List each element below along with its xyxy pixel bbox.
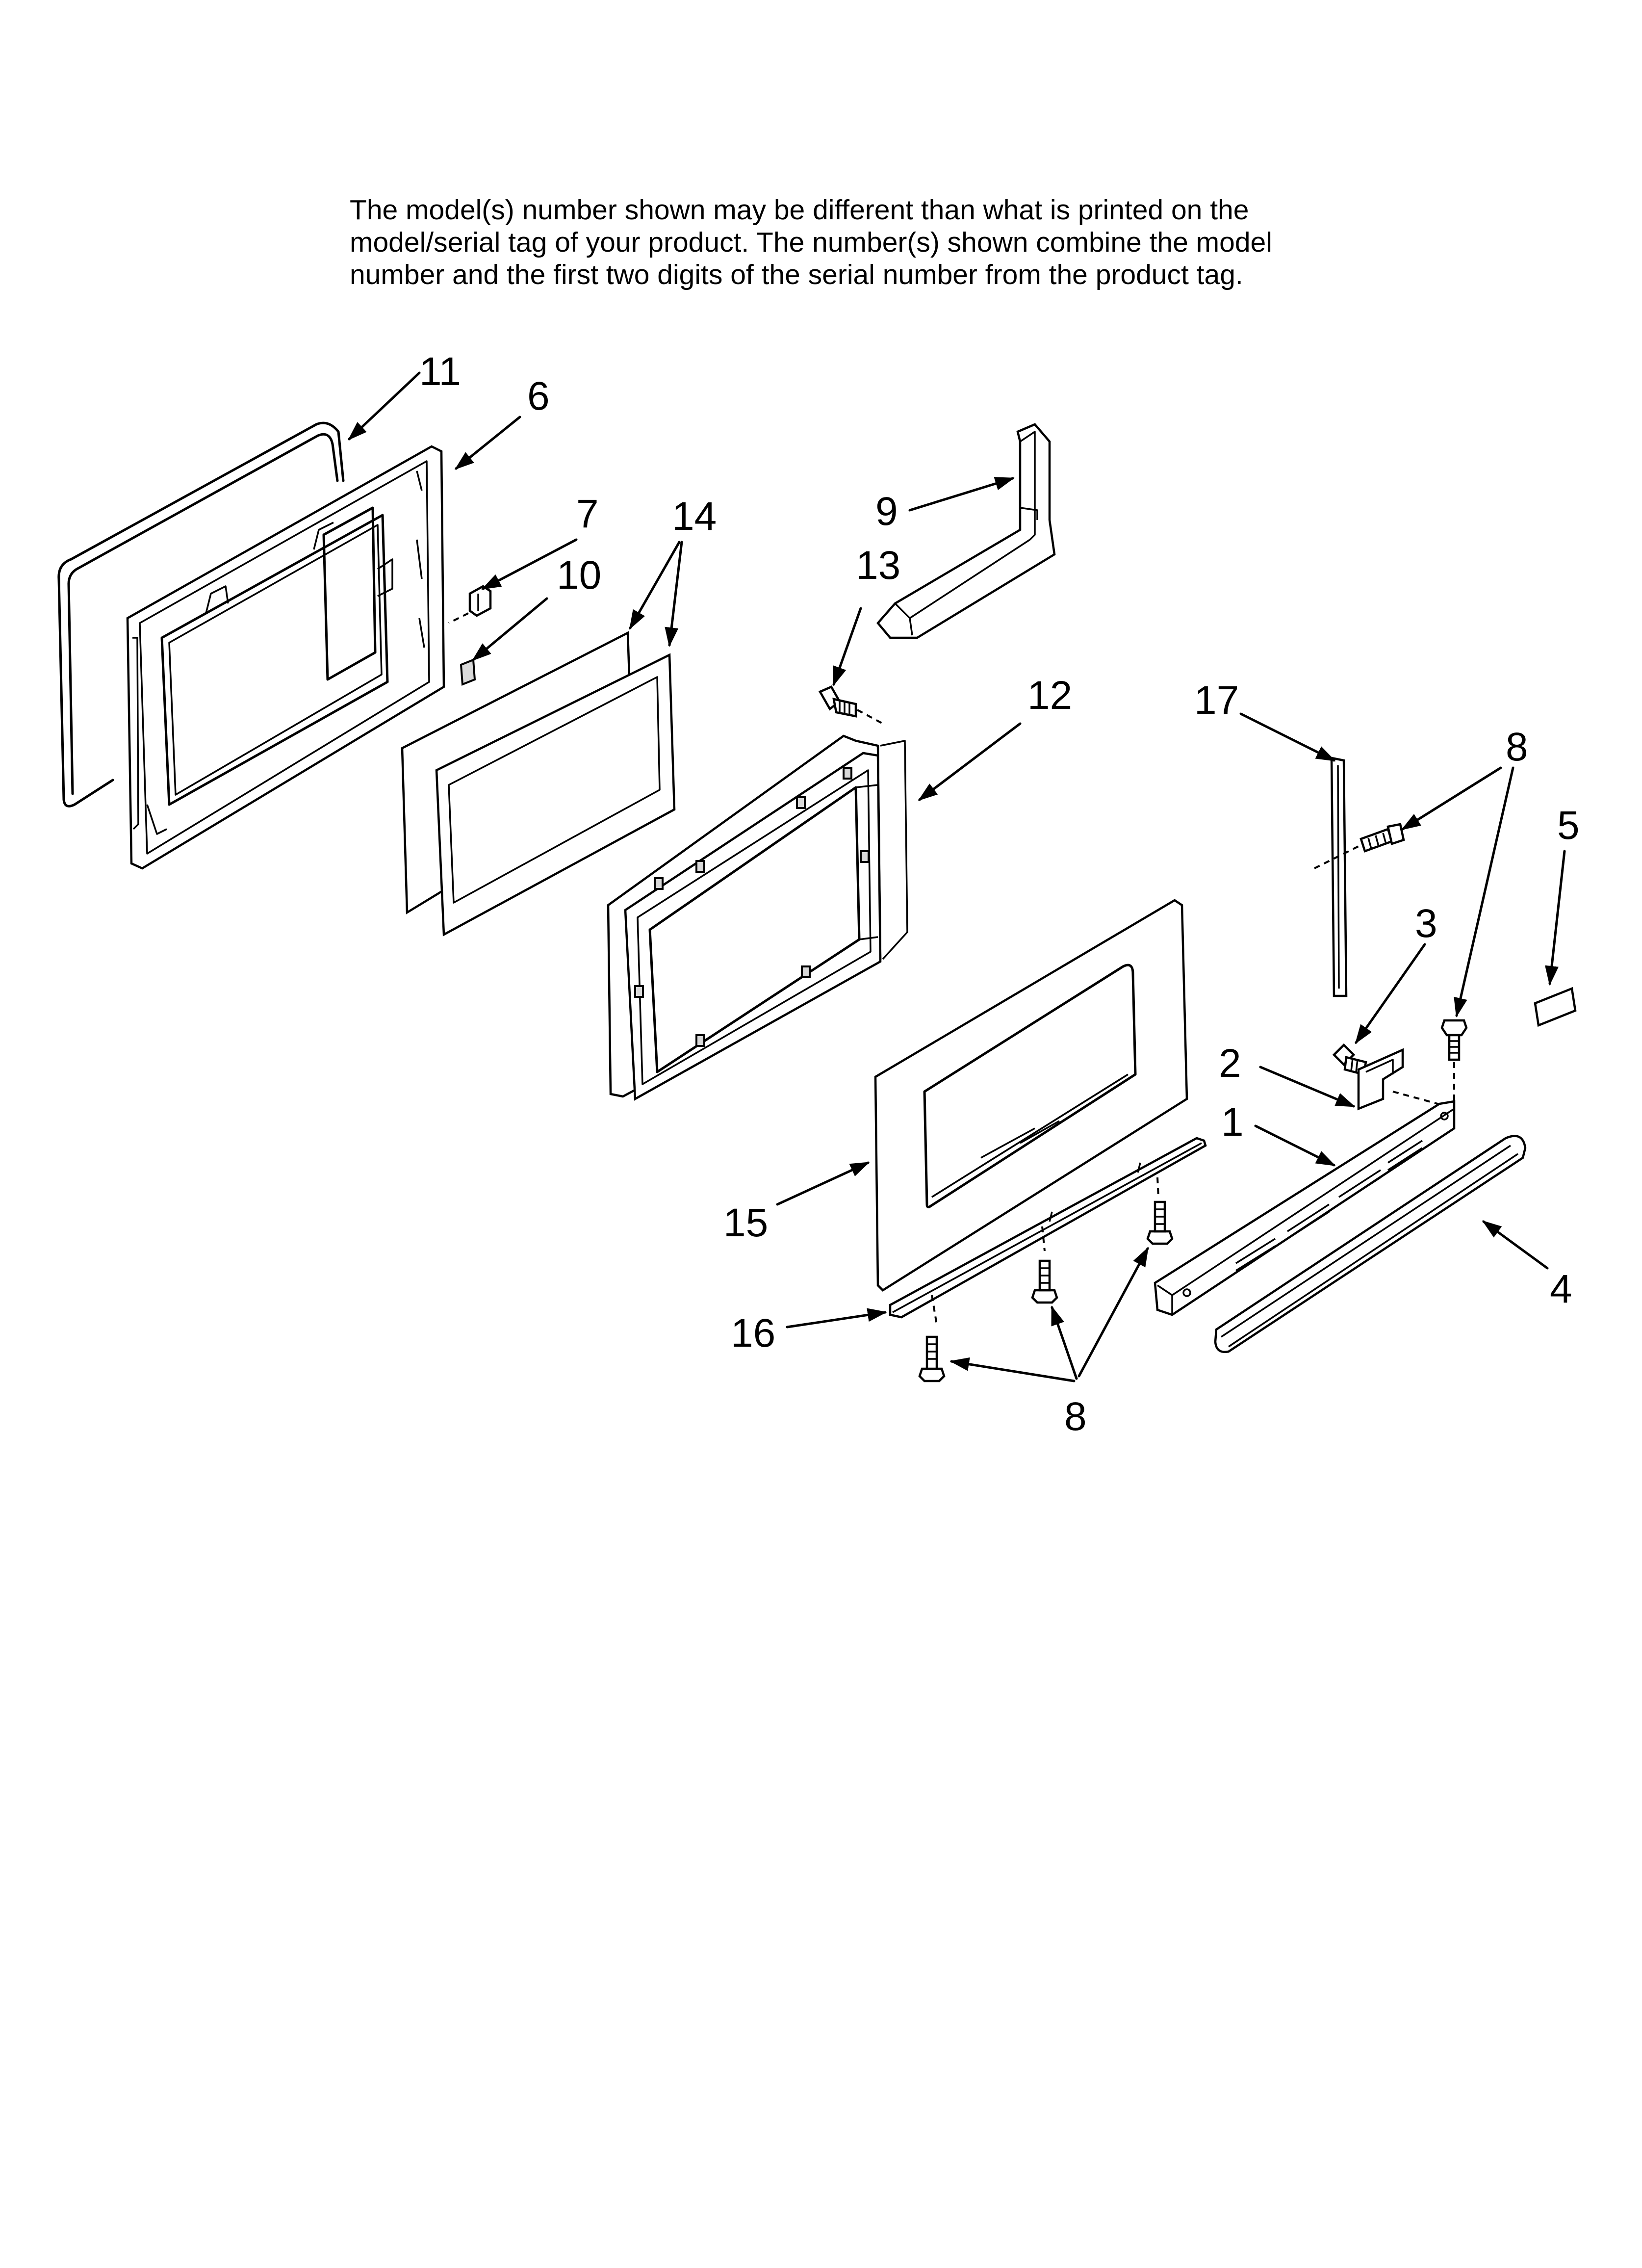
part-1-handle-trim: [1154, 1100, 1456, 1316]
callout-8-upper: 8: [1506, 725, 1528, 769]
part-2-hinge-bracket: [1357, 1048, 1447, 1111]
callout-11: 11: [419, 349, 461, 394]
callout-leaders: [348, 371, 1566, 1382]
callout-4: 4: [1550, 1267, 1572, 1311]
part-8-screw-lower-left: [918, 1295, 946, 1382]
callout-13: 13: [856, 543, 900, 588]
part-11-door-gasket: [57, 421, 345, 808]
part-4-door-handle: [1214, 1135, 1527, 1354]
part-12-door-liner: [607, 734, 908, 1101]
callout-8-lower: 8: [1064, 1394, 1087, 1439]
part-13-screw: [818, 685, 883, 725]
part-14-glass-panes: [401, 631, 676, 937]
callout-5: 5: [1557, 803, 1580, 848]
note-line-1: The model(s) number shown may be differe…: [350, 194, 1249, 226]
part-8-screw-lower-middle: [1031, 1226, 1058, 1304]
callout-2: 2: [1219, 1041, 1241, 1086]
part-15-outer-door-glass: [874, 899, 1188, 1292]
part-8-screw-handle: [1440, 1019, 1468, 1101]
callout-7: 7: [576, 492, 599, 536]
callout-16: 16: [731, 1311, 775, 1356]
part-8-screw-lower-right: [1146, 1177, 1174, 1245]
part-10-spacer: [460, 658, 476, 686]
callout-9: 9: [875, 489, 898, 534]
callout-14: 14: [672, 494, 717, 539]
callout-17: 17: [1194, 678, 1239, 723]
part-7-hinge-clip: [448, 585, 492, 624]
callout-3: 3: [1415, 901, 1437, 946]
part-17-support-rod: [1314, 756, 1374, 997]
part-6-inner-door-frame: [126, 445, 445, 870]
part-8-screw-upper: [1360, 823, 1405, 853]
part-5-label: [1534, 987, 1577, 1027]
callout-15: 15: [723, 1200, 768, 1245]
model-number-note: The model(s) number shown may be differe…: [350, 194, 1380, 291]
part-9-insulation-strip: [876, 423, 1056, 639]
callout-12: 12: [1027, 673, 1072, 718]
part-3-screw: [1332, 1043, 1367, 1076]
note-line-3: number and the first two digits of the s…: [350, 259, 1243, 290]
callout-6: 6: [527, 374, 550, 418]
callout-10: 10: [557, 553, 601, 598]
callout-1: 1: [1221, 1100, 1244, 1145]
note-line-2: model/serial tag of your product. The nu…: [350, 227, 1272, 258]
part-16-bottom-trim: [889, 1137, 1207, 1319]
